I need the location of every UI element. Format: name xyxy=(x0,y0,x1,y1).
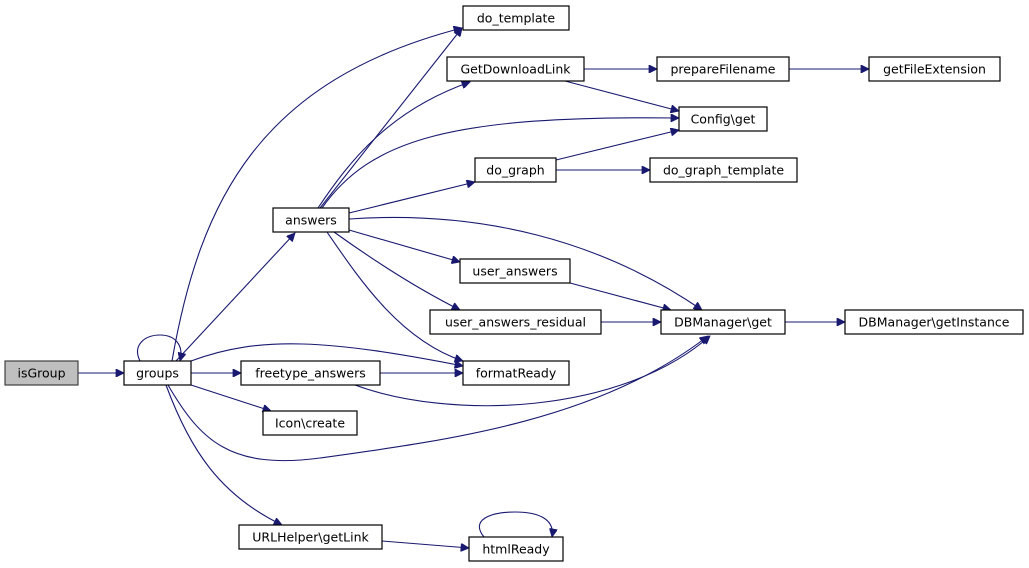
node-label: answers xyxy=(285,213,337,228)
edge-groups-to-icon_create xyxy=(190,384,271,411)
node-label: groups xyxy=(136,366,179,381)
node-freetype_answers[interactable]: freetype_answers xyxy=(240,360,381,386)
node-label: URLHelper\getLink xyxy=(252,530,369,545)
edge-answers-to-user_answers xyxy=(348,229,460,262)
node-dbmanager_getInstance[interactable]: DBManager\getInstance xyxy=(844,309,1024,335)
node-htmlReady[interactable]: htmlReady xyxy=(468,536,564,562)
node-box[interactable] xyxy=(123,360,192,386)
edge-groups-to-groups xyxy=(137,334,181,361)
node-box[interactable] xyxy=(240,360,381,386)
edge-answers-to-formatReady xyxy=(326,231,463,361)
node-config_get[interactable]: Config\get xyxy=(678,106,768,132)
edge-user_answers-to-dbmanager_get xyxy=(569,282,671,310)
node-label: Icon\create xyxy=(275,416,345,431)
edge-groups-to-do_template xyxy=(171,28,462,362)
node-box[interactable] xyxy=(4,360,79,386)
node-box[interactable] xyxy=(844,309,1024,335)
nodes-layer: isGroup groups answers do_templateGetDownlo… xyxy=(4,5,1024,562)
edge-answers-to-config_get xyxy=(321,118,679,209)
node-GetDownloadLink[interactable]: GetDownloadLink xyxy=(446,56,585,82)
edge-answers-to-dbmanager_get xyxy=(348,216,702,310)
node-box[interactable] xyxy=(462,360,570,386)
node-user_answers[interactable]: user_answers xyxy=(459,258,571,284)
node-label: formatReady xyxy=(476,366,557,381)
edge-htmlReady-to-htmlReady xyxy=(478,511,552,537)
edge-groups-to-urlhelper_getLink xyxy=(165,384,282,525)
node-isGroup[interactable]: isGroup xyxy=(4,360,79,386)
node-label: prepareFilename xyxy=(670,62,775,77)
node-groups[interactable]: groups xyxy=(123,360,192,386)
node-label: do_template xyxy=(477,11,556,26)
node-icon_create[interactable]: Icon\create xyxy=(262,410,358,436)
edge-freetype_answers-to-dbmanager_get xyxy=(354,336,710,407)
node-label: Config\get xyxy=(691,112,756,127)
node-label: GetDownloadLink xyxy=(460,62,571,77)
node-label: do_graph_template xyxy=(663,163,784,178)
node-label: user_answers_residual xyxy=(445,315,586,330)
edge-groups-to-formatReady xyxy=(190,343,463,366)
node-do_graph[interactable]: do_graph xyxy=(474,157,557,183)
node-user_answers_residual[interactable]: user_answers_residual xyxy=(429,309,602,335)
node-box[interactable] xyxy=(678,106,768,132)
node-getFileExtension[interactable]: getFileExtension xyxy=(868,56,1001,82)
node-label: htmlReady xyxy=(482,542,550,557)
node-box[interactable] xyxy=(446,56,585,82)
node-box[interactable] xyxy=(474,157,557,183)
edge-answers-to-user_answers_residual xyxy=(333,231,460,311)
node-box[interactable] xyxy=(660,309,786,335)
node-box[interactable] xyxy=(468,536,564,562)
node-box[interactable] xyxy=(868,56,1001,82)
node-label: getFileExtension xyxy=(883,62,986,77)
node-box[interactable] xyxy=(429,309,602,335)
edges-layer xyxy=(78,28,869,548)
node-label: user_answers xyxy=(472,264,557,279)
edge-groups-to-dbmanager_get xyxy=(167,336,708,462)
node-formatReady[interactable]: formatReady xyxy=(462,360,570,386)
node-dbmanager_get[interactable]: DBManager\get xyxy=(660,309,786,335)
node-box[interactable] xyxy=(462,5,570,31)
node-box[interactable] xyxy=(656,56,790,82)
node-box[interactable] xyxy=(262,410,358,436)
edge-answers-to-do_graph xyxy=(348,182,475,214)
edge-do_graph-to-config_get xyxy=(555,130,679,161)
node-urlhelper_getLink[interactable]: URLHelper\getLink xyxy=(238,524,383,550)
edge-GetDownloadLink-to-config_get xyxy=(564,80,679,111)
node-prepareFilename[interactable]: prepareFilename xyxy=(656,56,790,82)
node-do_template[interactable]: do_template xyxy=(462,5,570,31)
node-answers[interactable]: answers xyxy=(272,207,350,233)
node-box[interactable] xyxy=(649,157,798,183)
node-label: DBManager\getInstance xyxy=(859,315,1010,330)
node-box[interactable] xyxy=(459,258,571,284)
edge-answers-to-do_template xyxy=(319,28,462,209)
edge-urlhelper_getLink-to-htmlReady xyxy=(381,540,469,548)
node-label: freetype_answers xyxy=(255,366,365,381)
node-box[interactable] xyxy=(272,207,350,233)
edge-answers-to-GetDownloadLink xyxy=(317,82,470,209)
node-label: do_graph xyxy=(486,163,544,178)
node-do_graph_template[interactable]: do_graph_template xyxy=(649,157,798,183)
node-box[interactable] xyxy=(238,524,383,550)
edge-groups-to-answers xyxy=(175,233,295,362)
node-label: isGroup xyxy=(17,366,65,381)
node-label: DBManager\get xyxy=(674,315,772,330)
